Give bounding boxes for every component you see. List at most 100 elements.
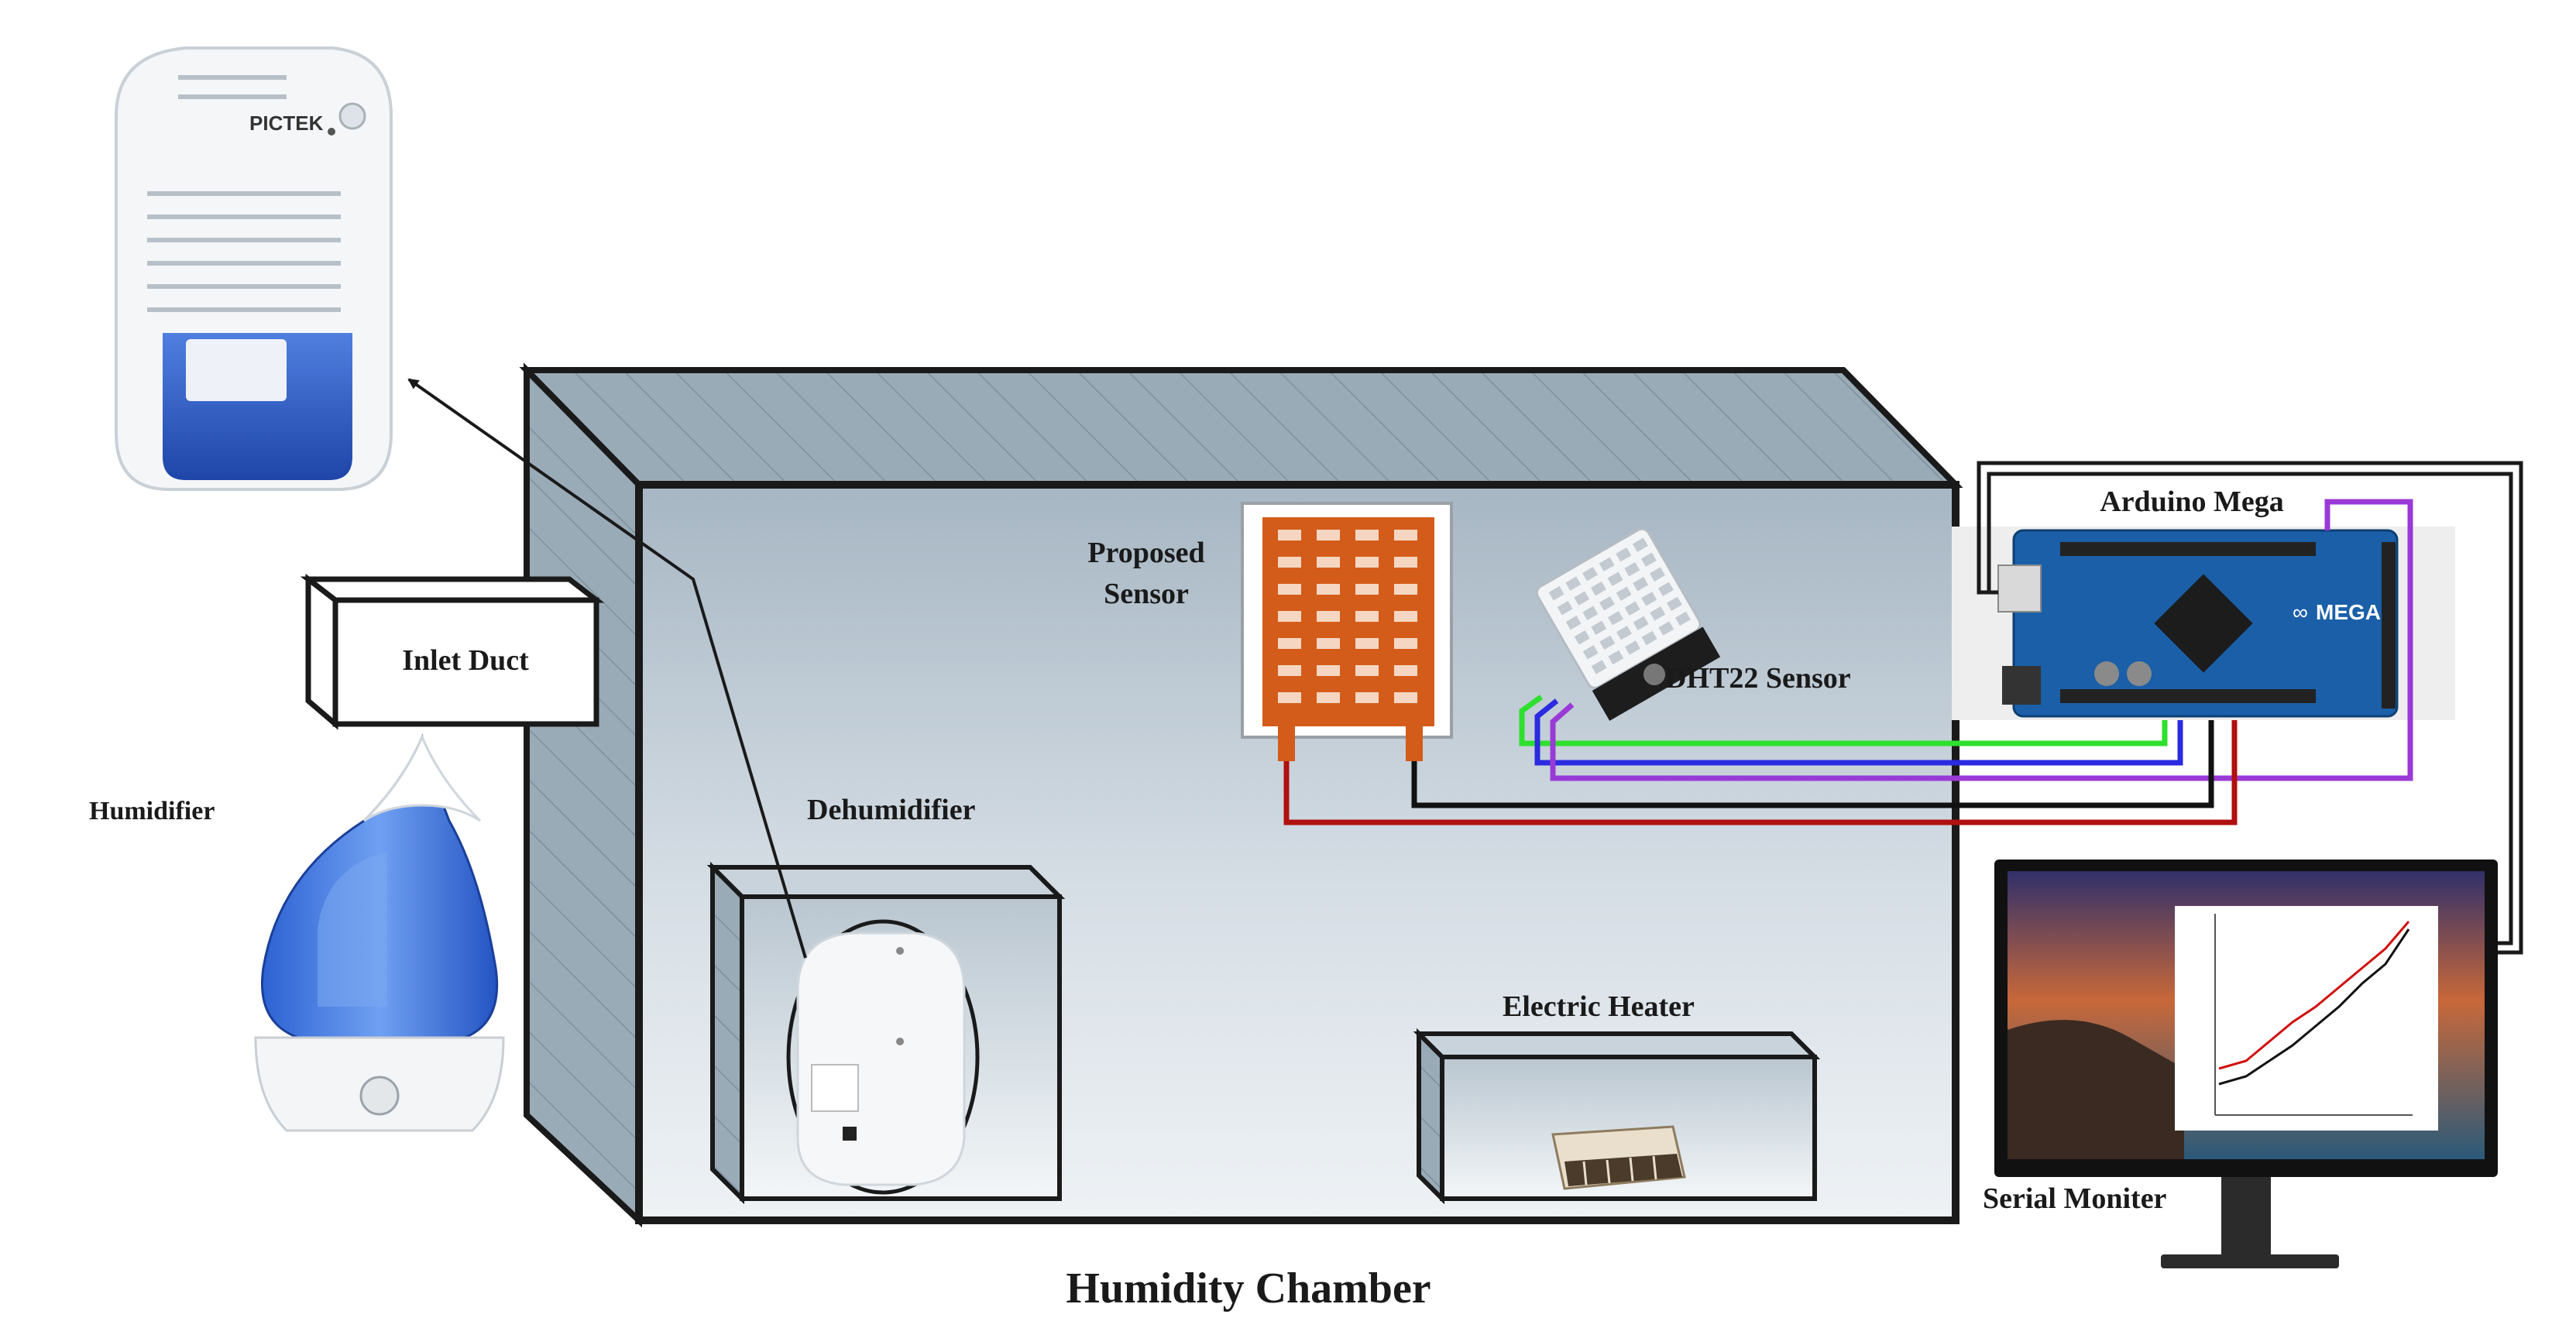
dht22-vent (1608, 611, 1623, 626)
diagram-title: Humidity Chamber (1066, 1265, 1431, 1313)
arduino-brand-text: MEGA (2316, 600, 2381, 624)
humidifier-label: Humidifier (89, 797, 215, 825)
electrode-pad (1317, 692, 1340, 703)
electrode-pad (1278, 557, 1301, 568)
electrode-pad (1278, 530, 1301, 540)
dht22-vent (1624, 562, 1640, 577)
dht22-vent (1607, 571, 1623, 586)
electrode-pad (1278, 584, 1301, 595)
sensor-electrode-grid (1278, 530, 1417, 703)
dht22-vent (1650, 606, 1666, 621)
dht22-vent (1548, 585, 1564, 601)
dht22-vent (1632, 537, 1648, 552)
electrode-pad (1355, 611, 1379, 622)
dht22-vent (1591, 582, 1606, 596)
dht22-vent (1658, 621, 1674, 636)
serial-monitor-label: Serial Moniter (1983, 1182, 2167, 1215)
humidifier-knob-icon (359, 1076, 400, 1116)
dht22-vent (1616, 586, 1632, 601)
dht22-vent (1599, 635, 1616, 650)
wire-purple (1550, 499, 2413, 781)
power-button-icon (338, 102, 366, 130)
electrode-pad (1355, 557, 1379, 568)
dht22-vent (1641, 630, 1657, 646)
monitor-plot-panel (2175, 906, 2438, 1131)
chamber-front-frame (635, 481, 1959, 1224)
arduino-label: Arduino Mega (2100, 486, 2284, 518)
electrode-pad (1278, 638, 1301, 649)
usb-cable (1977, 461, 2523, 955)
wire-green (1519, 695, 2168, 746)
dht22-vent (1641, 592, 1657, 606)
arduino-logo-icon: ∞ (2293, 600, 2308, 624)
humidifier: Humidifier (89, 733, 505, 1132)
dht22-vent (1574, 591, 1590, 606)
inlet-duct-label: Inlet Duct (402, 644, 529, 677)
proposed-sensor-label-line2: Sensor (1104, 578, 1189, 610)
electrode-pad (1394, 530, 1417, 540)
pictek-brand-text: PICTEK (249, 112, 324, 135)
electrode-pad (1278, 692, 1301, 703)
dht22-vent (1599, 596, 1615, 611)
electrode-pad (1355, 692, 1379, 703)
electrode-pad (1317, 530, 1340, 540)
serial-monitor: Serial Moniter (1983, 860, 2498, 1268)
dht22-vent (1616, 626, 1632, 640)
dht22-vent (1557, 601, 1573, 616)
wiring (1283, 499, 2413, 825)
electrode-pad (1394, 584, 1417, 595)
dht22-vent (1649, 567, 1665, 582)
monitor-black-trace (2218, 928, 2410, 1086)
electrode-pad (1317, 665, 1340, 676)
electrode-pad (1355, 665, 1379, 676)
electrode-pad (1394, 611, 1417, 622)
proposed-sensor: Proposed Sensor (1087, 502, 1453, 761)
electrode-pad (1355, 638, 1379, 649)
electrode-pad (1394, 692, 1417, 703)
dht22-vent (1633, 577, 1649, 592)
electric-heater: Electric Heater (1413, 990, 1821, 1205)
dht22-vent (1582, 606, 1599, 620)
inlet-duct: Inlet Duct (300, 573, 605, 730)
dht22-vent (1591, 620, 1607, 635)
proposed-sensor-label-line1: Proposed (1087, 537, 1204, 569)
wire-red (1283, 720, 2238, 825)
dht22-vent (1625, 640, 1640, 655)
electrode-pad (1317, 557, 1340, 568)
dehumidifier-label: Dehumidifier (807, 794, 976, 826)
inner-dehumidifier: Dehumidifier (706, 794, 1066, 1205)
dht22-vent (1657, 582, 1674, 596)
dht22-vent (1591, 660, 1607, 674)
dht22-vent (1565, 616, 1582, 630)
chamber-top-face (519, 367, 1963, 488)
dht22-vent (1582, 645, 1599, 660)
wire-black (1411, 720, 2214, 808)
dht22-label: DHT22 Sensor (1665, 662, 1851, 695)
dht22-vent (1608, 650, 1624, 665)
dht22-vent (1624, 601, 1640, 616)
monitor-red-trace (2218, 921, 2410, 1070)
electrode-pad (1355, 530, 1379, 540)
dht22-vent (1565, 576, 1582, 591)
electrode-pad (1394, 665, 1417, 676)
electrode-pad (1317, 611, 1340, 622)
electrode-pad (1394, 557, 1417, 568)
arduino-mega: Arduino Mega MEGA ∞ (1952, 486, 2455, 720)
electrode-pad (1278, 665, 1301, 676)
dht22-vent (1666, 596, 1682, 612)
pictek-dehumidifier: PICTEK (115, 46, 393, 491)
dht22-vent (1674, 611, 1691, 626)
dht22-vent (1633, 616, 1649, 631)
wire-blue (1534, 698, 2183, 766)
electric-heater-label: Electric Heater (1503, 990, 1695, 1023)
electrode-pad (1355, 584, 1379, 595)
electrode-pad (1317, 584, 1340, 595)
dht22-vent (1574, 630, 1590, 645)
electrode-pad (1278, 611, 1301, 622)
chamber-left-face (524, 362, 642, 1228)
dehumidifier-reference-arrow (407, 378, 807, 959)
dht22-vent (1582, 566, 1598, 582)
dht22-sensor: DHT22 Sensor (1535, 527, 1851, 721)
dht22-vent (1599, 557, 1615, 571)
